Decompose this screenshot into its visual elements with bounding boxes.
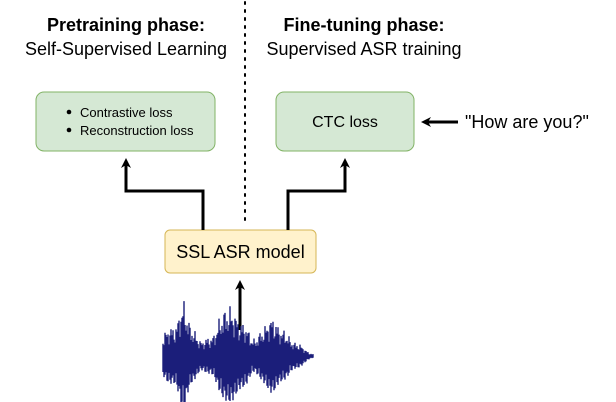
bullet-marker <box>66 109 72 115</box>
finetuning-subtitle: Supervised ASR training <box>266 39 461 59</box>
contrastive-loss-item: Contrastive loss <box>80 105 173 120</box>
arrow-model-to-pretraining-loss <box>121 158 205 230</box>
ssl-asr-model-box: SSL ASR model <box>164 229 317 274</box>
waveform-trace <box>162 301 314 402</box>
finetuning-title: Fine-tuning phase: <box>284 15 445 35</box>
pretraining-title: Pretraining phase: <box>47 15 205 35</box>
pretraining-subtitle: Self-Supervised Learning <box>25 39 227 59</box>
ctc-loss-label: CTC loss <box>312 114 378 131</box>
reconstruction-loss-item: Reconstruction loss <box>80 123 194 138</box>
arrow-model-to-ctc-loss <box>286 158 350 230</box>
bullet-marker <box>66 127 72 133</box>
ctc-loss-box: CTC loss <box>275 91 415 152</box>
audio-waveform-icon <box>162 301 314 402</box>
target-transcription: "How are you?" <box>465 112 589 132</box>
ssl-asr-model-label: SSL ASR model <box>176 242 304 262</box>
pretraining-loss-box: Contrastive loss Reconstruction loss <box>35 91 216 152</box>
